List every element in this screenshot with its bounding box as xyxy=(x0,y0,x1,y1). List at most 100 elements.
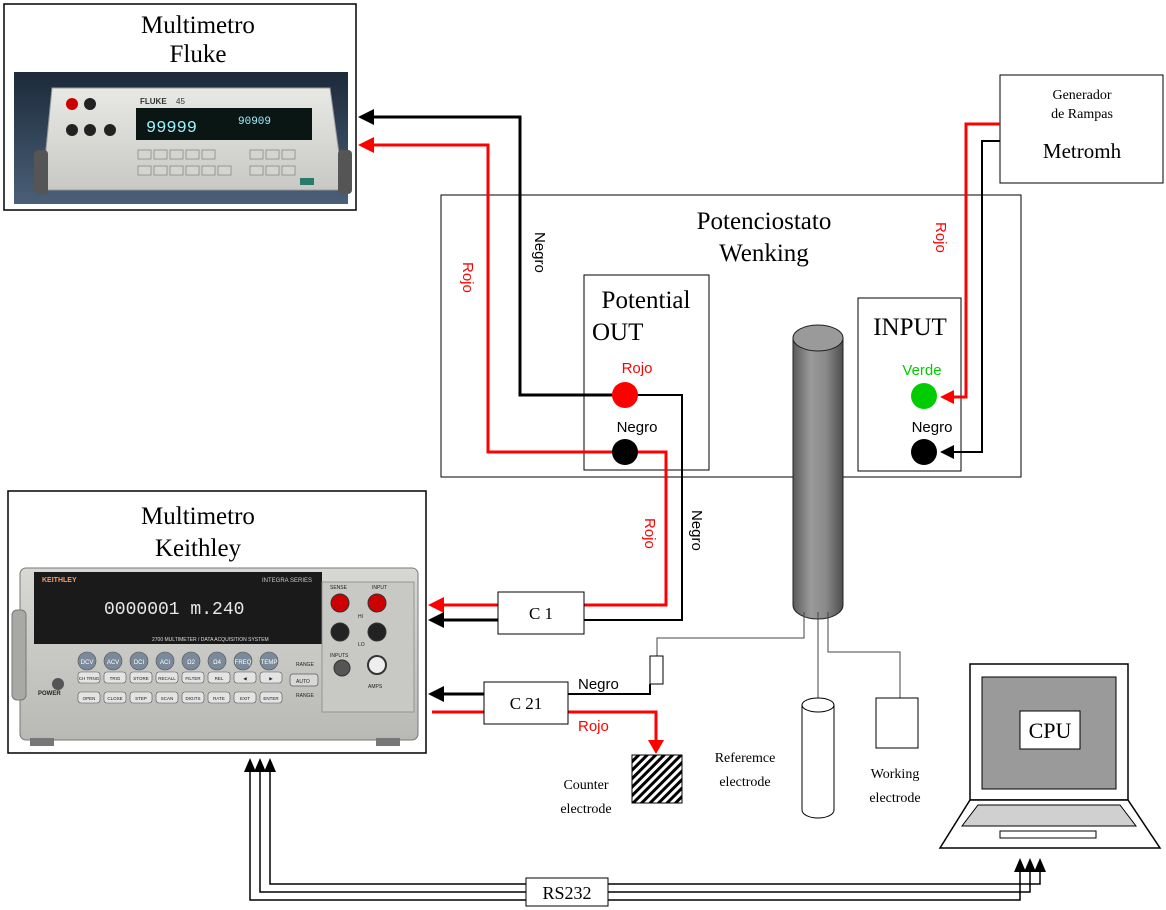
keithley-inputs-selector xyxy=(333,659,351,677)
arrow-rs232-cpu-3 xyxy=(1034,858,1046,872)
potentiostat-line2: Wenking xyxy=(719,240,809,267)
wires xyxy=(249,115,1041,901)
keithley-foot-left xyxy=(30,738,54,746)
keithley-key xyxy=(181,651,201,671)
label-negro-c21: Negro xyxy=(578,676,619,693)
label-rojo-c21: Rojo xyxy=(578,718,609,735)
input-box xyxy=(857,297,962,472)
keithley-display: 0000001 m.240 xyxy=(104,600,244,620)
keithley-key xyxy=(155,651,175,671)
connector-c1: C 1 xyxy=(497,591,585,635)
working-label-line1: Working xyxy=(871,767,920,782)
fluke-keypad xyxy=(137,149,296,176)
keithley-power-button xyxy=(52,678,64,690)
keithley-range-label-2: AUTO xyxy=(296,679,310,685)
keithley-key-label: TEMP xyxy=(261,660,278,666)
label-rojo-fluke: Rojo xyxy=(459,262,476,293)
fluke-terminal-2 xyxy=(84,98,96,110)
label-rojo-generator: Rojo xyxy=(932,222,949,253)
fluke-model: 45 xyxy=(176,97,185,106)
rs232-line-inner xyxy=(269,770,1041,885)
arrow-input-negro xyxy=(940,445,954,459)
keithley-key-label: STEP xyxy=(135,696,147,701)
potentiostat-line1: Potenciostato xyxy=(697,208,832,235)
connector-c21-box xyxy=(483,681,569,725)
keithley-power-label: POWER xyxy=(38,691,61,697)
wire-red-c1 xyxy=(584,450,668,607)
label-rojo-c1: Rojo xyxy=(641,518,658,549)
keithley-key-label: DIGITS xyxy=(185,696,200,701)
counter-label-line1: Counter xyxy=(563,778,608,793)
input-black-terminal xyxy=(911,439,937,465)
keithley-key-label: SCAN xyxy=(161,696,174,701)
connector-c21-label: C 21 xyxy=(510,694,543,713)
keithley-key-label: OPEN xyxy=(83,696,96,701)
ramp-generator: Generador de Rampas Metromh xyxy=(999,74,1164,184)
keithley-display-panel xyxy=(34,572,322,644)
keithley-key-label: ▶ xyxy=(269,676,273,681)
keithley-inputs-label: INPUTS xyxy=(330,653,349,659)
generator-line1: Generador xyxy=(1052,88,1111,103)
connector-rs232-label: RS232 xyxy=(542,883,591,903)
keithley-key-label: REL xyxy=(215,676,224,681)
fluke-multimeter: Multimetro Fluke FLUKE 45 99999 90909 xyxy=(3,3,357,211)
counter-label-line2: electrode xyxy=(560,802,611,817)
cpu-keyboard xyxy=(960,804,1138,827)
electrochemical-cell: Referemce electrode Working electrode Co… xyxy=(560,324,921,819)
generator-frame xyxy=(999,74,1164,184)
keithley-key-label: TRIG xyxy=(110,676,121,681)
keithley-key xyxy=(77,691,101,704)
reference-label-line1: Referemce xyxy=(715,751,776,766)
rs232-line-outer xyxy=(249,770,1021,901)
keithley-key xyxy=(77,651,97,671)
potential-out-black-terminal xyxy=(612,439,638,465)
working-electrode xyxy=(875,697,919,749)
keithley-key xyxy=(103,651,123,671)
keithley-handle-left xyxy=(11,609,27,701)
cell-cylinder xyxy=(792,337,844,620)
fluke-title-line2: Fluke xyxy=(170,41,227,68)
keithley-series: INTEGRA SERIES xyxy=(262,578,312,584)
keithley-key xyxy=(129,691,153,704)
input-green-label: Verde xyxy=(902,362,941,379)
connector-rs232: RS232 xyxy=(525,877,609,907)
keithley-key xyxy=(155,691,179,704)
keithley-key xyxy=(103,691,127,704)
cell-cylinder-top xyxy=(792,324,844,352)
keithley-key-label: ENTER xyxy=(263,696,279,701)
potential-out-box xyxy=(583,274,710,471)
arrow-input-green xyxy=(940,390,954,404)
label-negro-c1: Negro xyxy=(688,510,705,551)
input-box-title: INPUT xyxy=(873,314,947,341)
keithley-key xyxy=(129,651,149,671)
keithley-key-label: ACV xyxy=(107,660,119,666)
keithley-terminal-sense-lo xyxy=(330,622,350,642)
potential-out-red-terminal xyxy=(612,382,638,408)
keithley-terminal-input-hi xyxy=(367,593,387,613)
connector-c1-label: C 1 xyxy=(529,604,553,623)
keithley-key-label: FREQ xyxy=(235,660,252,666)
keithley-key-label: ◀ xyxy=(243,676,247,681)
reference-electrode-top xyxy=(801,697,835,713)
keithley-key-label: CLOSE xyxy=(107,696,122,701)
arrow-rs232-keithley-1 xyxy=(244,758,256,772)
fluke-terminal-5 xyxy=(104,124,116,136)
keithley-key xyxy=(233,671,257,684)
arrow-rs232-keithley-3 xyxy=(264,758,276,772)
connector-rs232-box xyxy=(525,877,609,907)
keithley-brand: KEITHLEY xyxy=(42,577,77,584)
arrow-keithley-red-c1 xyxy=(428,597,444,613)
keithley-key-label: EXIT xyxy=(240,696,250,701)
potential-out-line1: Potential xyxy=(602,287,691,314)
arrow-keithley-black-c21 xyxy=(428,686,444,702)
potentiostat: Potenciostato Wenking Potential OUT Rojo… xyxy=(440,194,1022,478)
keithley-key-label: DCV xyxy=(81,660,94,666)
fluke-side-handle-right xyxy=(338,150,352,194)
fluke-display-main: 99999 xyxy=(146,119,197,138)
keithley-key xyxy=(207,671,231,684)
keithley-hi-label: HI xyxy=(358,614,363,620)
cpu-laptop: CPU xyxy=(938,663,1162,849)
arrow-counter-red xyxy=(648,740,664,754)
